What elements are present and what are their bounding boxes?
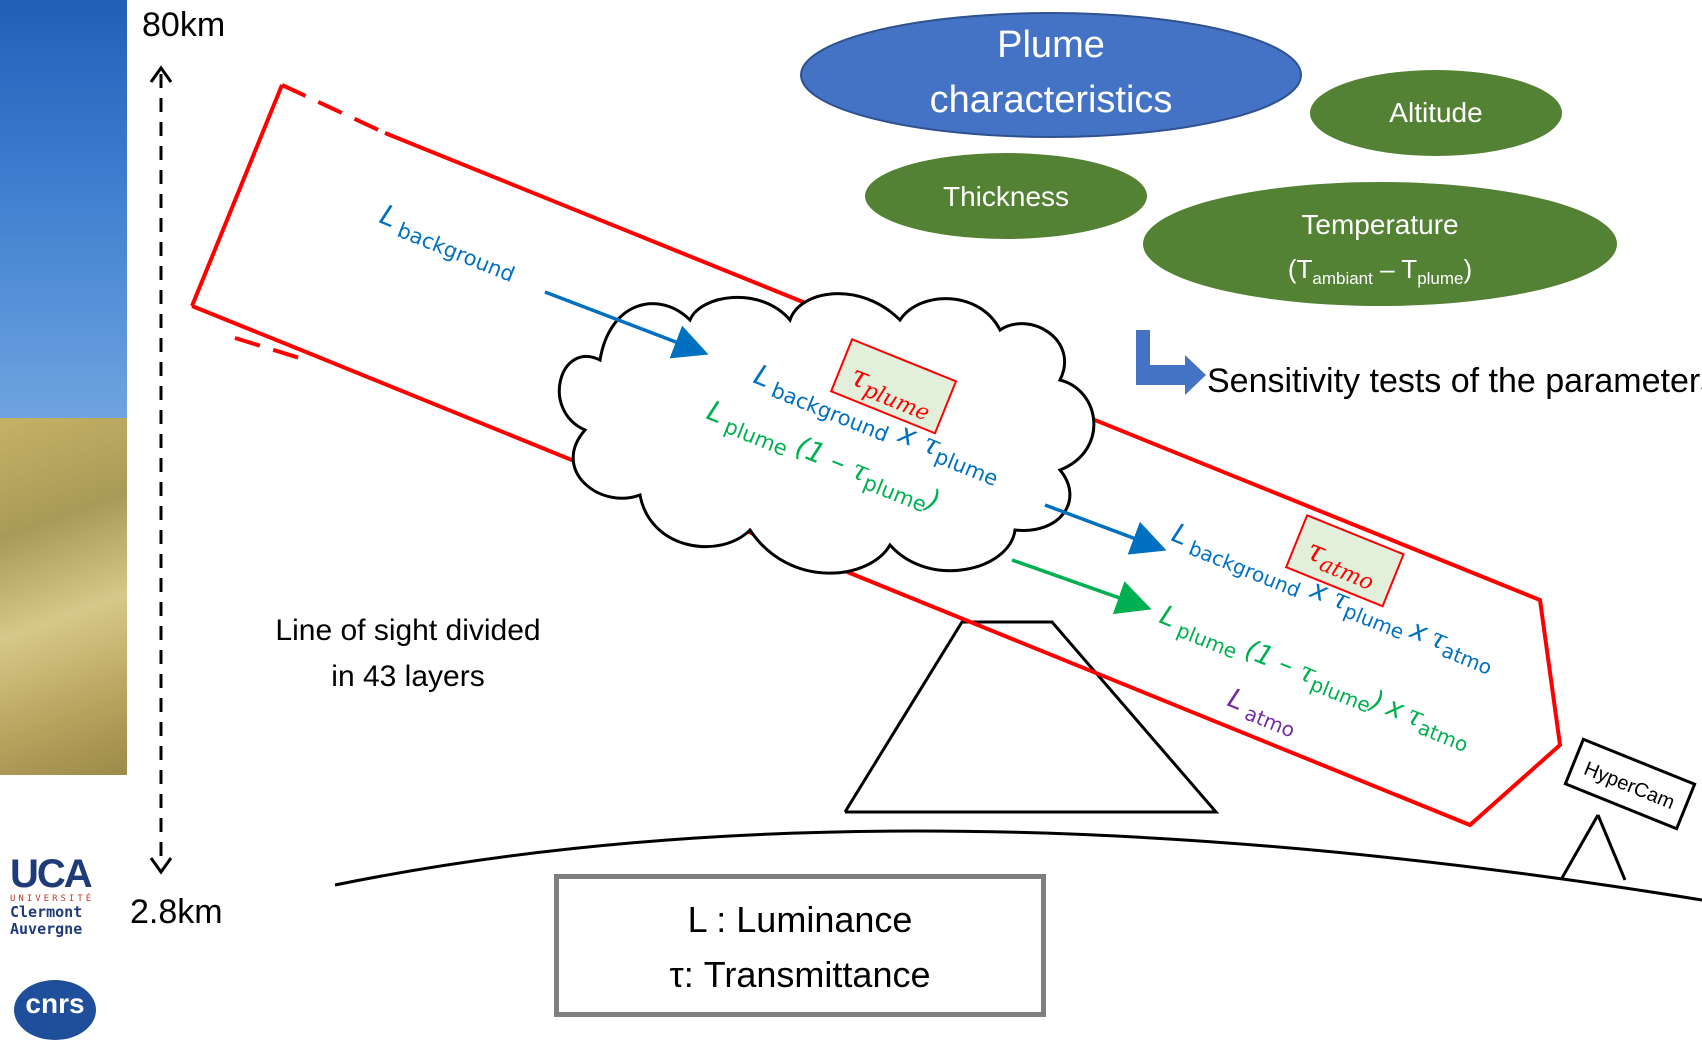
temperature-ellipse [1143, 182, 1617, 306]
uca-logo-line2: Auvergne [10, 920, 83, 938]
uca-logo-mark: UCA [10, 852, 93, 896]
altitude-ellipse [1310, 70, 1562, 156]
line-of-sight-line1: Line of sight divided [275, 614, 541, 647]
l-background-label: Lbackground [374, 198, 523, 287]
temperature-formula: (Tambiant – Tplume) [1288, 254, 1472, 288]
altitude-arrow [149, 65, 173, 875]
volcano [843, 620, 1220, 814]
background-arrow-out [1044, 503, 1167, 555]
altitude-bottom-label: 2.8km [130, 893, 223, 931]
thickness-ellipse [865, 153, 1147, 239]
hypercam-device: HyperCam [1560, 737, 1697, 881]
line-of-sight-line2: in 43 layers [331, 660, 485, 693]
line-of-sight-label: Line of sight divided in 43 layers [228, 608, 588, 700]
tau-plume-box [829, 338, 958, 435]
line-of-sight-box [190, 83, 1563, 828]
legend-transmittance: τ: Transmittance [669, 954, 931, 995]
background-arrow-in [544, 290, 709, 359]
diagram-canvas: τplume τatmo Lbackground Lbackgroundxτpl… [149, 12, 1702, 902]
plume-characteristics-line2: characteristics [930, 79, 1173, 121]
plume-arrow-out [1011, 558, 1152, 615]
photo-field-sampling [0, 418, 127, 775]
plume-cloud [557, 292, 1096, 575]
plume-characteristics-ellipse [800, 12, 1302, 138]
legend-luminance: L : Luminance [687, 899, 913, 940]
uca-logo: UCA UNIVERSITÉ Clermont Auvergne [10, 854, 128, 938]
thickness-param-label: Thickness [943, 181, 1069, 212]
tau-atmo-box [1284, 514, 1405, 608]
plume-characteristics-line1: Plume [997, 24, 1105, 66]
altitude-top-label: 80km [142, 6, 226, 44]
photo-weather-mast [0, 0, 127, 418]
altitude-param-label: Altitude [1389, 97, 1482, 128]
l-atmo-label: Latmo [1222, 683, 1303, 743]
sensitivity-label: Sensitivity tests of the parameters [1207, 362, 1702, 400]
bent-arrow-icon [1136, 330, 1206, 395]
uca-logo-small: UNIVERSITÉ [10, 894, 95, 904]
uca-logo-line1: Clermont [10, 903, 83, 921]
legend-box: L : Luminance τ: Transmittance [554, 874, 1046, 1017]
temperature-param-label: Temperature [1301, 209, 1458, 240]
ground-curve [334, 829, 1702, 902]
